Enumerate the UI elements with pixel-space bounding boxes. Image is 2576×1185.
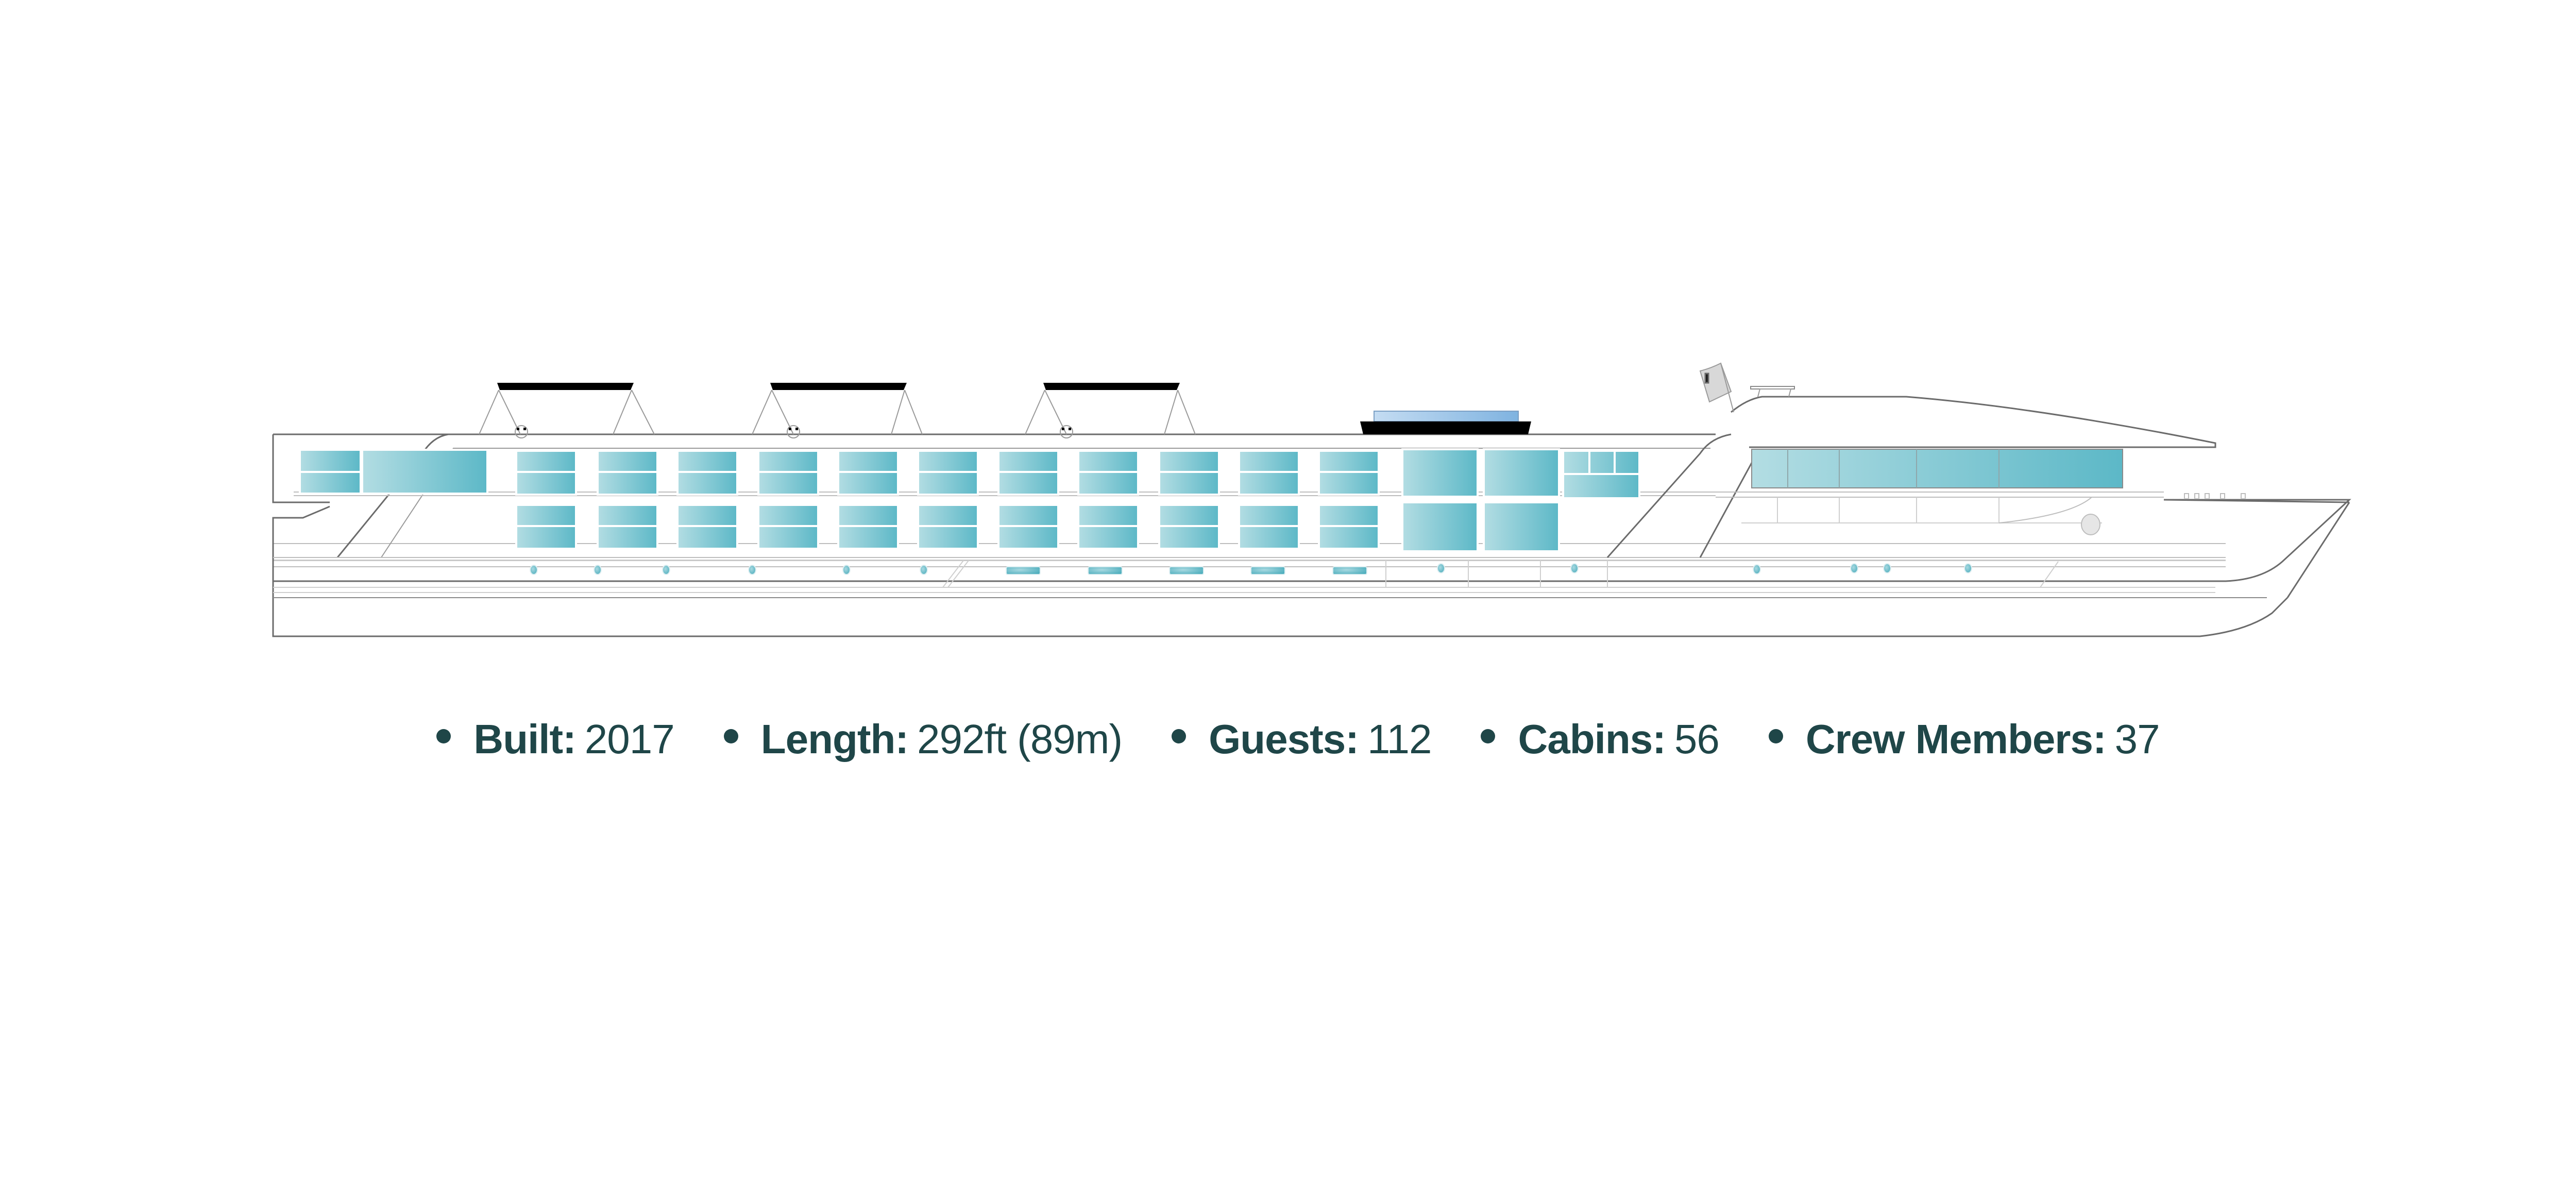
bullet-icon	[436, 729, 451, 743]
spec-label: Cabins	[1518, 716, 1653, 762]
spec-label: Built	[473, 716, 563, 762]
bullet-icon	[723, 729, 738, 743]
suite-windows-upper	[1401, 448, 1640, 499]
spec-colon: :	[1652, 716, 1666, 762]
upper-deck-windows	[299, 448, 1640, 499]
canopy-1	[479, 383, 655, 438]
spec-label: Length	[760, 716, 896, 762]
spec-value: 37	[2114, 716, 2160, 762]
bullet-icon	[1768, 729, 1783, 743]
spec-value: 292ft (89m)	[917, 716, 1123, 762]
spec-value: 112	[1367, 716, 1432, 762]
portholes	[530, 563, 1972, 575]
spec-colon: :	[895, 716, 909, 762]
spec-label: Crew Members	[1805, 716, 2093, 762]
pool	[1360, 411, 1531, 434]
spec-crew-members: Crew Members: 37	[1768, 716, 2160, 762]
spec-label: Guests	[1209, 716, 1346, 762]
bridge	[1699, 362, 2246, 535]
canopy-3	[1025, 383, 1196, 438]
spec-built: Built: 2017	[436, 716, 675, 762]
sun-deck-canopies	[479, 383, 1531, 438]
aft-lounge-windows	[299, 449, 488, 495]
spec-length: Length: 292ft (89m)	[723, 716, 1123, 762]
spec-colon: :	[1345, 716, 1359, 762]
spec-guests: Guests: 112	[1172, 716, 1432, 762]
spec-value: 56	[1674, 716, 1720, 762]
ship-drawing	[272, 362, 2351, 637]
spec-colon: :	[563, 716, 577, 762]
spec-cabins: Cabins: 56	[1481, 716, 1720, 762]
spec-value: 2017	[584, 716, 675, 762]
hull	[272, 499, 2351, 637]
middle-deck-windows	[515, 501, 1560, 552]
canopy-2	[752, 383, 923, 438]
bullet-icon	[1481, 729, 1496, 743]
ship-profile-illustration	[272, 362, 2351, 637]
spec-colon: :	[2092, 716, 2107, 762]
cabin-windows-upper	[515, 450, 1380, 496]
bullet-icon	[1172, 729, 1187, 743]
ship-specs-list: Built: 2017 Length: 292ft (89m) Guests: …	[0, 711, 2576, 768]
